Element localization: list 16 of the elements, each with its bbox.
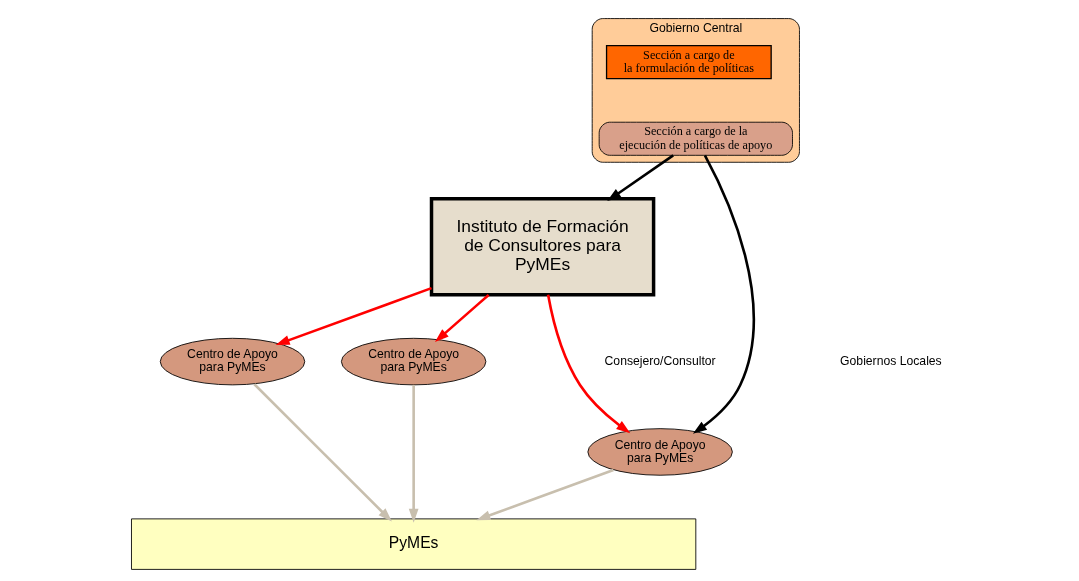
node-ellipse: Centro de Apoyo para PyMEs	[587, 428, 733, 476]
arrow	[275, 286, 432, 345]
label: Consejero/Consultor	[604, 353, 716, 368]
arrow	[253, 383, 392, 522]
node-box: Sección a cargo de la formulación de políticas	[605, 44, 772, 80]
arrow	[607, 154, 674, 202]
node-box: PyMEs	[131, 518, 697, 570]
node-box: Sección a cargo de la ejecución de políticas de apoyo	[598, 121, 793, 156]
arrow	[408, 385, 419, 523]
node-box: Instituto de Formación de Consultores para PyMEs	[429, 197, 656, 297]
arrow	[434, 293, 490, 343]
node-ellipse: Centro de Apoyo para PyMEs	[340, 337, 487, 386]
arrow	[546, 294, 631, 434]
label: Gobiernos Locales	[840, 353, 942, 368]
arrow	[692, 154, 756, 434]
arrow	[476, 468, 614, 521]
